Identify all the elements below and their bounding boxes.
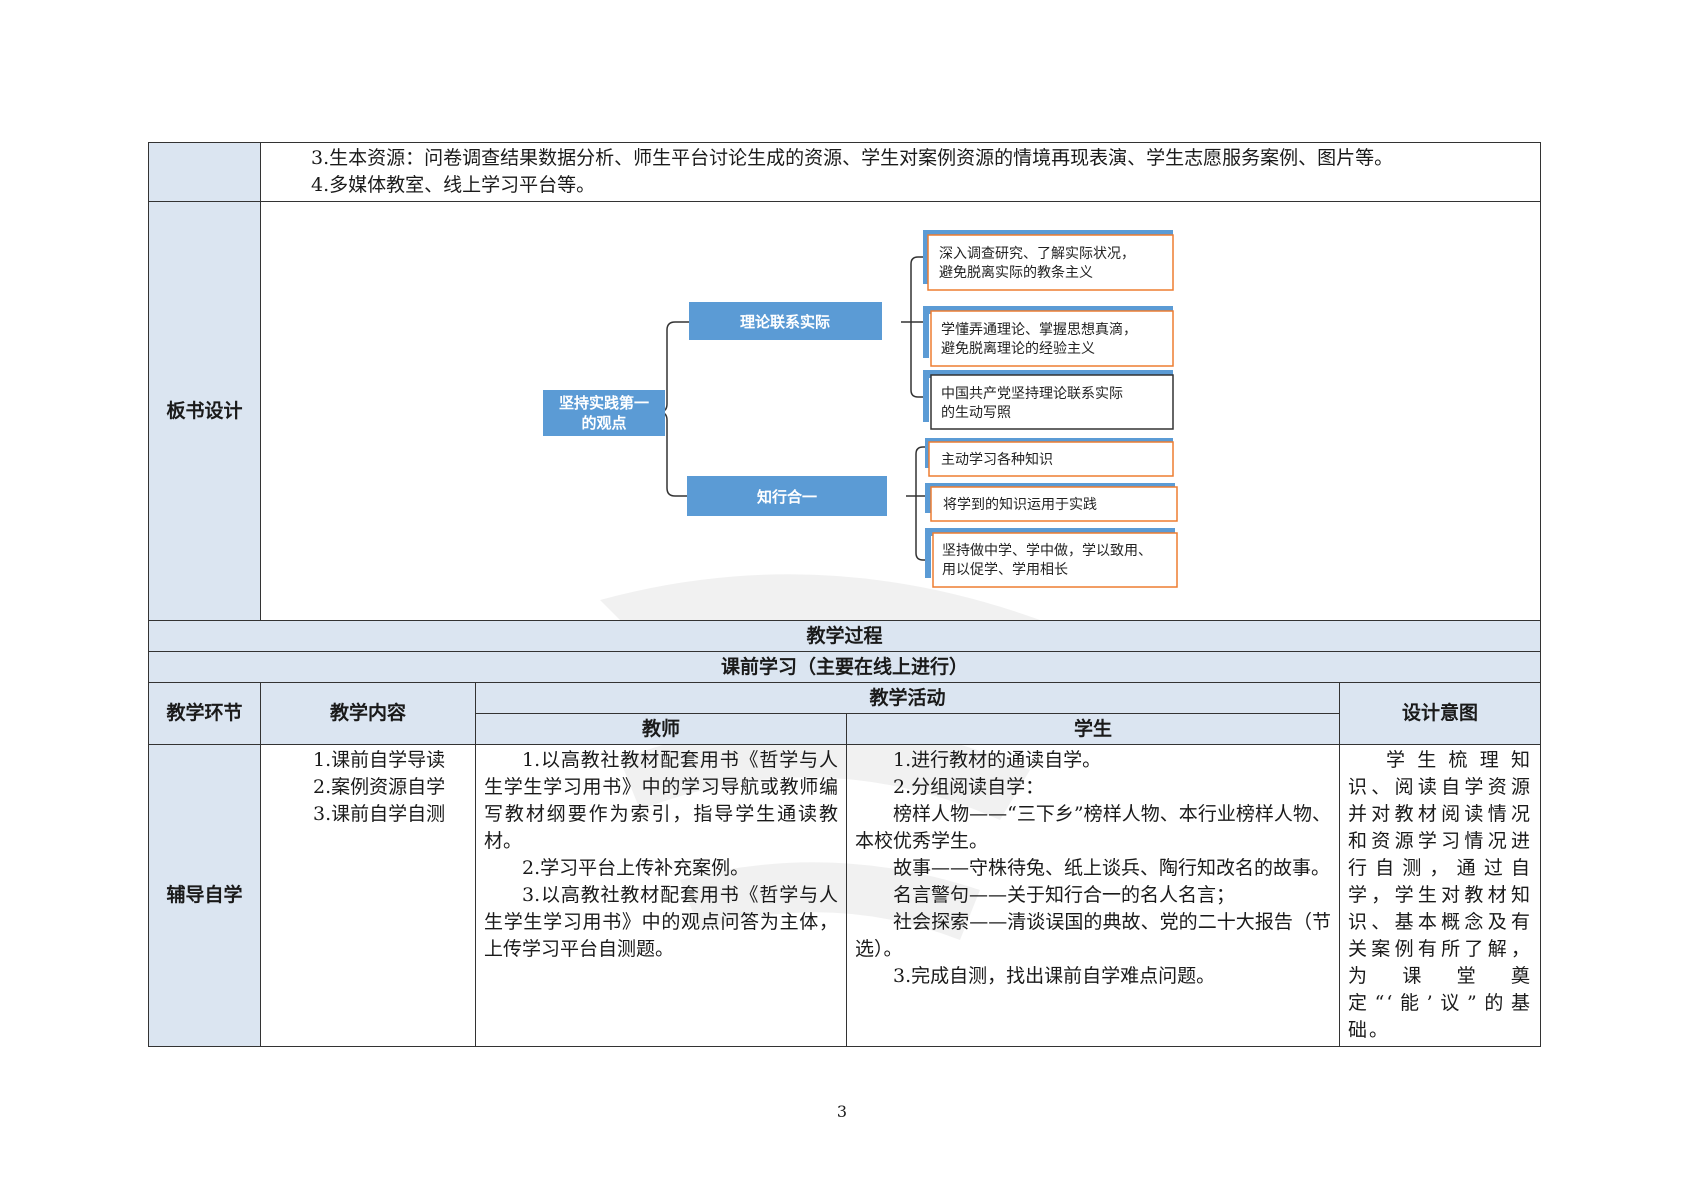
header-student: 学生 — [846, 713, 1340, 745]
root-node — [543, 390, 665, 436]
process-title-row: 教学过程 — [147, 620, 1542, 652]
teacher-step-2: 2.学习平台上传补充案例。 — [522, 857, 750, 879]
leaf-node-1-2-line1: 学懂弄通理论、掌握思想真滴， — [941, 321, 1137, 338]
student-step-2: 2.分组阅读自学： — [893, 776, 1045, 798]
resources-row: 3.生本资源：问卷调查结果数据分析、师生平台讨论生成的资源、学生对案例资源的情境… — [148, 142, 1542, 202]
leaf-node-2-3-line2: 用以促学、学用相长 — [942, 562, 1068, 578]
leaf-node-2-1-line1: 主动学习各种知识 — [941, 451, 1053, 468]
intent-cell: 学生梳理知识、阅读自学资源并对教材阅读情况和资源学习情况进行自测，通过自学，学生… — [1338, 744, 1542, 1047]
header-row-1: 教学环节 教学内容 教学活动 设计意图 — [148, 682, 1542, 745]
student-reading-social: 社会探索——清谈误国的典故、党的二十大报告（节选）。 — [855, 911, 1331, 960]
leaf-node-1-3-line1: 中国共产党坚持理论联系实际 — [941, 386, 1123, 402]
process-subtitle: 课前学习（主要在线上进行） — [147, 651, 1542, 683]
branch-node-unity-knowledge-action — [687, 476, 887, 516]
content-item-3: 3.课前自学自测 — [313, 803, 446, 825]
content-item-1: 1.课前自学导读 — [313, 749, 446, 771]
student-step-1: 1.进行教材的通读自学。 — [893, 749, 1102, 771]
leaf-node-2-1 — [928, 441, 1174, 477]
resource-line-3: 3.生本资源：问卷调查结果数据分析、师生平台讨论生成的资源、学生对案例资源的情境… — [311, 147, 1394, 169]
leaf-node-2-2-line1: 将学到的知识运用于实践 — [943, 496, 1097, 513]
root-node-line2: 的观点 — [581, 414, 626, 432]
mind-map: 坚持实践第一 的观点 理论联系实际 知行合一 深入调查研究、了解实际状况， — [261, 202, 1526, 620]
leaf-node-1-1-line2: 避免脱离实际的教条主义 — [939, 264, 1093, 281]
leaf-node-2-2 — [930, 486, 1178, 522]
stage-cell: 辅导自学 — [148, 744, 261, 1047]
leaf-node-2-3-line1: 坚持做中学、学中做，学以致用、 — [942, 543, 1152, 559]
intent-text: 学生梳理知识、阅读自学资源并对教材阅读情况和资源学习情况进行自测，通过自学，学生… — [1348, 749, 1533, 1041]
teacher-step-1: 1.以高教社教材配套用书《哲学与人生学生学习用书》中的学习导航或教师编写教材纲要… — [484, 749, 838, 852]
process-title: 教学过程 — [147, 620, 1542, 652]
leaf-node-2-3 — [932, 532, 1178, 588]
student-reading-quotes: 名言警句——关于知行合一的名人名言； — [893, 884, 1236, 906]
mind-map-svg: 坚持实践第一 的观点 理论联系实际 知行合一 深入调查研究、了解实际状况， — [543, 230, 1178, 588]
header-activity: 教学活动 — [475, 682, 1340, 714]
student-cell: 1.进行教材的通读自学。 2.分组阅读自学： 榜样人物——“三下乡”榜样人物、本… — [846, 744, 1340, 1047]
content-item-2: 2.案例资源自学 — [313, 776, 446, 798]
branch-node-theory-practice-label: 理论联系实际 — [740, 313, 830, 331]
leaf-node-1-1-line1: 深入调查研究、了解实际状况， — [939, 246, 1135, 262]
leaf-node-1-3 — [930, 374, 1174, 430]
leaf-node-1-1 — [927, 234, 1174, 291]
content-cell: 1.课前自学导读 2.案例资源自学 3.课前自学自测 — [260, 744, 476, 1047]
student-step-3: 3.完成自测，找出课前自学难点问题。 — [893, 965, 1216, 987]
row-guided-self-study: 辅导自学 1.课前自学导读 2.案例资源自学 3.课前自学自测 1.以高教社教材… — [148, 744, 1542, 1047]
board-design-row: 板书设计 — [148, 201, 1542, 621]
process-subtitle-row: 课前学习（主要在线上进行） — [147, 651, 1542, 683]
header-teacher: 教师 — [475, 713, 847, 745]
header-stage: 教学环节 — [148, 682, 261, 745]
header-intent: 设计意图 — [1338, 682, 1542, 745]
branch-node-unity-knowledge-action-label: 知行合一 — [757, 488, 817, 506]
branch-node-theory-practice — [689, 302, 882, 340]
resources-cell: 3.生本资源：问卷调查结果数据分析、师生平台讨论生成的资源、学生对案例资源的情境… — [259, 142, 1542, 202]
leaf-node-1-2 — [930, 310, 1174, 367]
lesson-plan-table: 3.生本资源：问卷调查结果数据分析、师生平台讨论生成的资源、学生对案例资源的情境… — [147, 142, 1542, 1047]
student-reading-role-models: 榜样人物——“三下乡”榜样人物、本行业榜样人物、本校优秀学生。 — [855, 803, 1331, 852]
board-design-cell: 坚持实践第一 的观点 理论联系实际 知行合一 深入调查研究、了解实际状况， — [259, 201, 1542, 621]
resources-label-cell — [148, 142, 261, 202]
resource-line-4: 4.多媒体教室、线上学习平台等。 — [311, 174, 596, 196]
teacher-cell: 1.以高教社教材配套用书《哲学与人生学生学习用书》中的学习导航或教师编写教材纲要… — [475, 744, 847, 1047]
teacher-step-3: 3.以高教社教材配套用书《哲学与人生学生学习用书》中的观点问答为主体，上传学习平… — [484, 884, 838, 960]
header-content: 教学内容 — [260, 682, 476, 745]
root-node-line1: 坚持实践第一 — [559, 394, 649, 412]
header-row-2: 教师 学生 — [149, 713, 1541, 745]
leaf-node-1-2-line2: 避免脱离理论的经验主义 — [941, 340, 1095, 357]
leaf-node-1-3-line2: 的生动写照 — [941, 405, 1011, 421]
board-design-label: 板书设计 — [148, 201, 261, 621]
page-number: 3 — [836, 1102, 848, 1121]
student-reading-stories: 故事——守株待兔、纸上谈兵、陶行知改名的故事。 — [893, 857, 1331, 879]
